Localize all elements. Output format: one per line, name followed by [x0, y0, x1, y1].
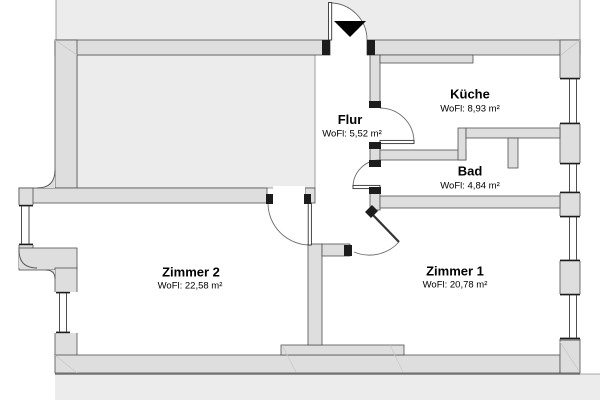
window-zimmer1-lower	[558, 293, 582, 340]
wall-left-upper	[54, 39, 78, 189]
entrance-arrow-icon	[334, 21, 366, 37]
wall-bottom	[54, 354, 561, 374]
wall-bottom-raised	[280, 344, 405, 356]
window-bad	[558, 162, 582, 194]
window-zimmer2-lower	[53, 291, 79, 334]
room-labels: Flur WoFl: 5,52 m² Küche WoFl: 8,93 m² B…	[158, 87, 500, 292]
window-kueche	[558, 77, 582, 125]
room-area-bad: WoFl: 4,84 m²	[440, 181, 499, 192]
wall-top-right	[366, 39, 581, 56]
doors	[267, 2, 415, 256]
room-name-zimmer2: Zimmer 2	[162, 265, 220, 280]
entrance-marker	[334, 21, 366, 37]
room-area-zimmer2: WoFl: 22,58 m²	[158, 281, 223, 292]
zimmer1-door	[353, 213, 400, 256]
wall-bad-top-left	[379, 149, 467, 161]
wall-hatches	[54, 39, 581, 374]
room-area-kueche: WoFl: 8,93 m²	[440, 104, 499, 115]
wall-zimmer2-top	[18, 187, 268, 204]
wall-bad-bottom	[379, 195, 561, 209]
building-mass	[55, 0, 600, 400]
door-jambs	[266, 40, 381, 256]
building-mass-top	[56, 0, 580, 40]
wall-top-left	[54, 39, 331, 56]
building-mass-bottom	[55, 374, 600, 400]
kueche-door	[368, 107, 415, 145]
room-area-flur: WoFl: 5,52 m²	[322, 129, 381, 140]
building-mass-neighbour	[76, 54, 316, 189]
window-zimmer2-bay	[17, 204, 35, 246]
room-name-bad: Bad	[458, 164, 483, 179]
wall-bad-pier	[507, 137, 519, 169]
windows	[17, 77, 582, 340]
wall-kueche-top-step	[379, 54, 474, 64]
room-name-flur: Flur	[338, 112, 363, 127]
room-name-zimmer1: Zimmer 1	[426, 264, 484, 279]
room-name-kueche: Küche	[450, 87, 490, 102]
wall-bad-top-connector	[457, 127, 467, 161]
wall-bad-top-right	[465, 127, 561, 139]
wall-fillets	[18, 169, 56, 280]
wall-room-divider	[307, 243, 323, 346]
room-area-zimmer1: WoFl: 20,78 m²	[423, 280, 488, 291]
window-zimmer1-upper	[558, 215, 582, 262]
